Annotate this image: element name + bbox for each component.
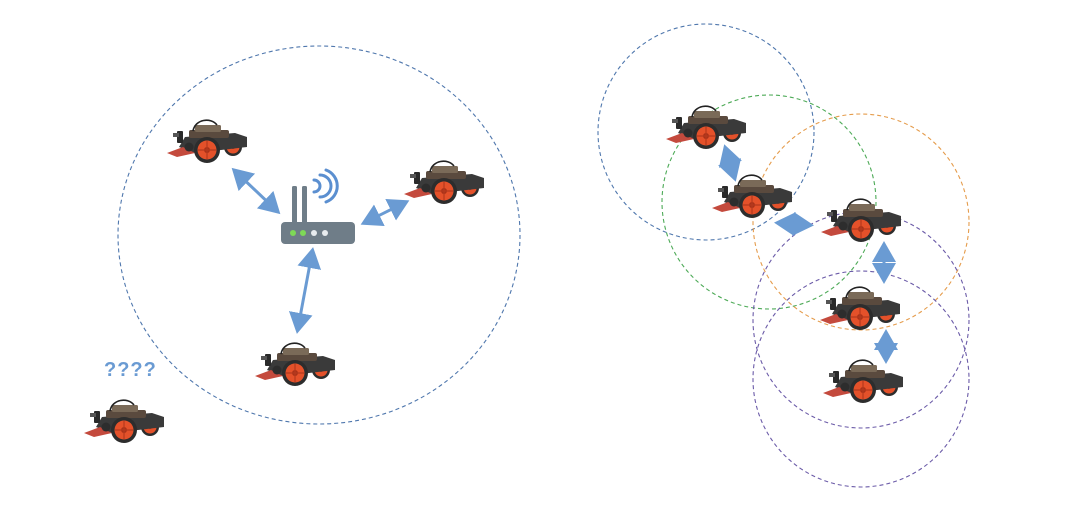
robot-range-5: [752, 270, 970, 488]
robot-range-3: [752, 113, 970, 331]
router-coverage-range: [117, 45, 521, 425]
robot-range-2: [661, 94, 877, 310]
link-arrow: [360, 198, 410, 227]
robot-car-icon: [820, 198, 902, 243]
robot-car-icon: [83, 399, 165, 444]
robot-range-4: [752, 211, 970, 429]
robot-car-icon: [819, 286, 901, 331]
robot-car-icon: [665, 105, 747, 150]
robot-car-icon: [166, 119, 248, 164]
wifi-signal-icon: [312, 168, 339, 204]
robot-car-icon: [711, 174, 793, 219]
robot-range-1: [597, 23, 815, 241]
robot-car-icon: [822, 359, 904, 404]
robot-car-icon: [254, 342, 336, 387]
link-arrow: [288, 247, 322, 334]
link-arrow: [774, 211, 814, 237]
unknown-robot-label: ????: [104, 359, 157, 381]
wifi-router-icon: [281, 168, 355, 244]
robot-car-icon: [403, 160, 485, 205]
link-arrow: [231, 167, 281, 215]
link-arrow: [718, 144, 742, 182]
